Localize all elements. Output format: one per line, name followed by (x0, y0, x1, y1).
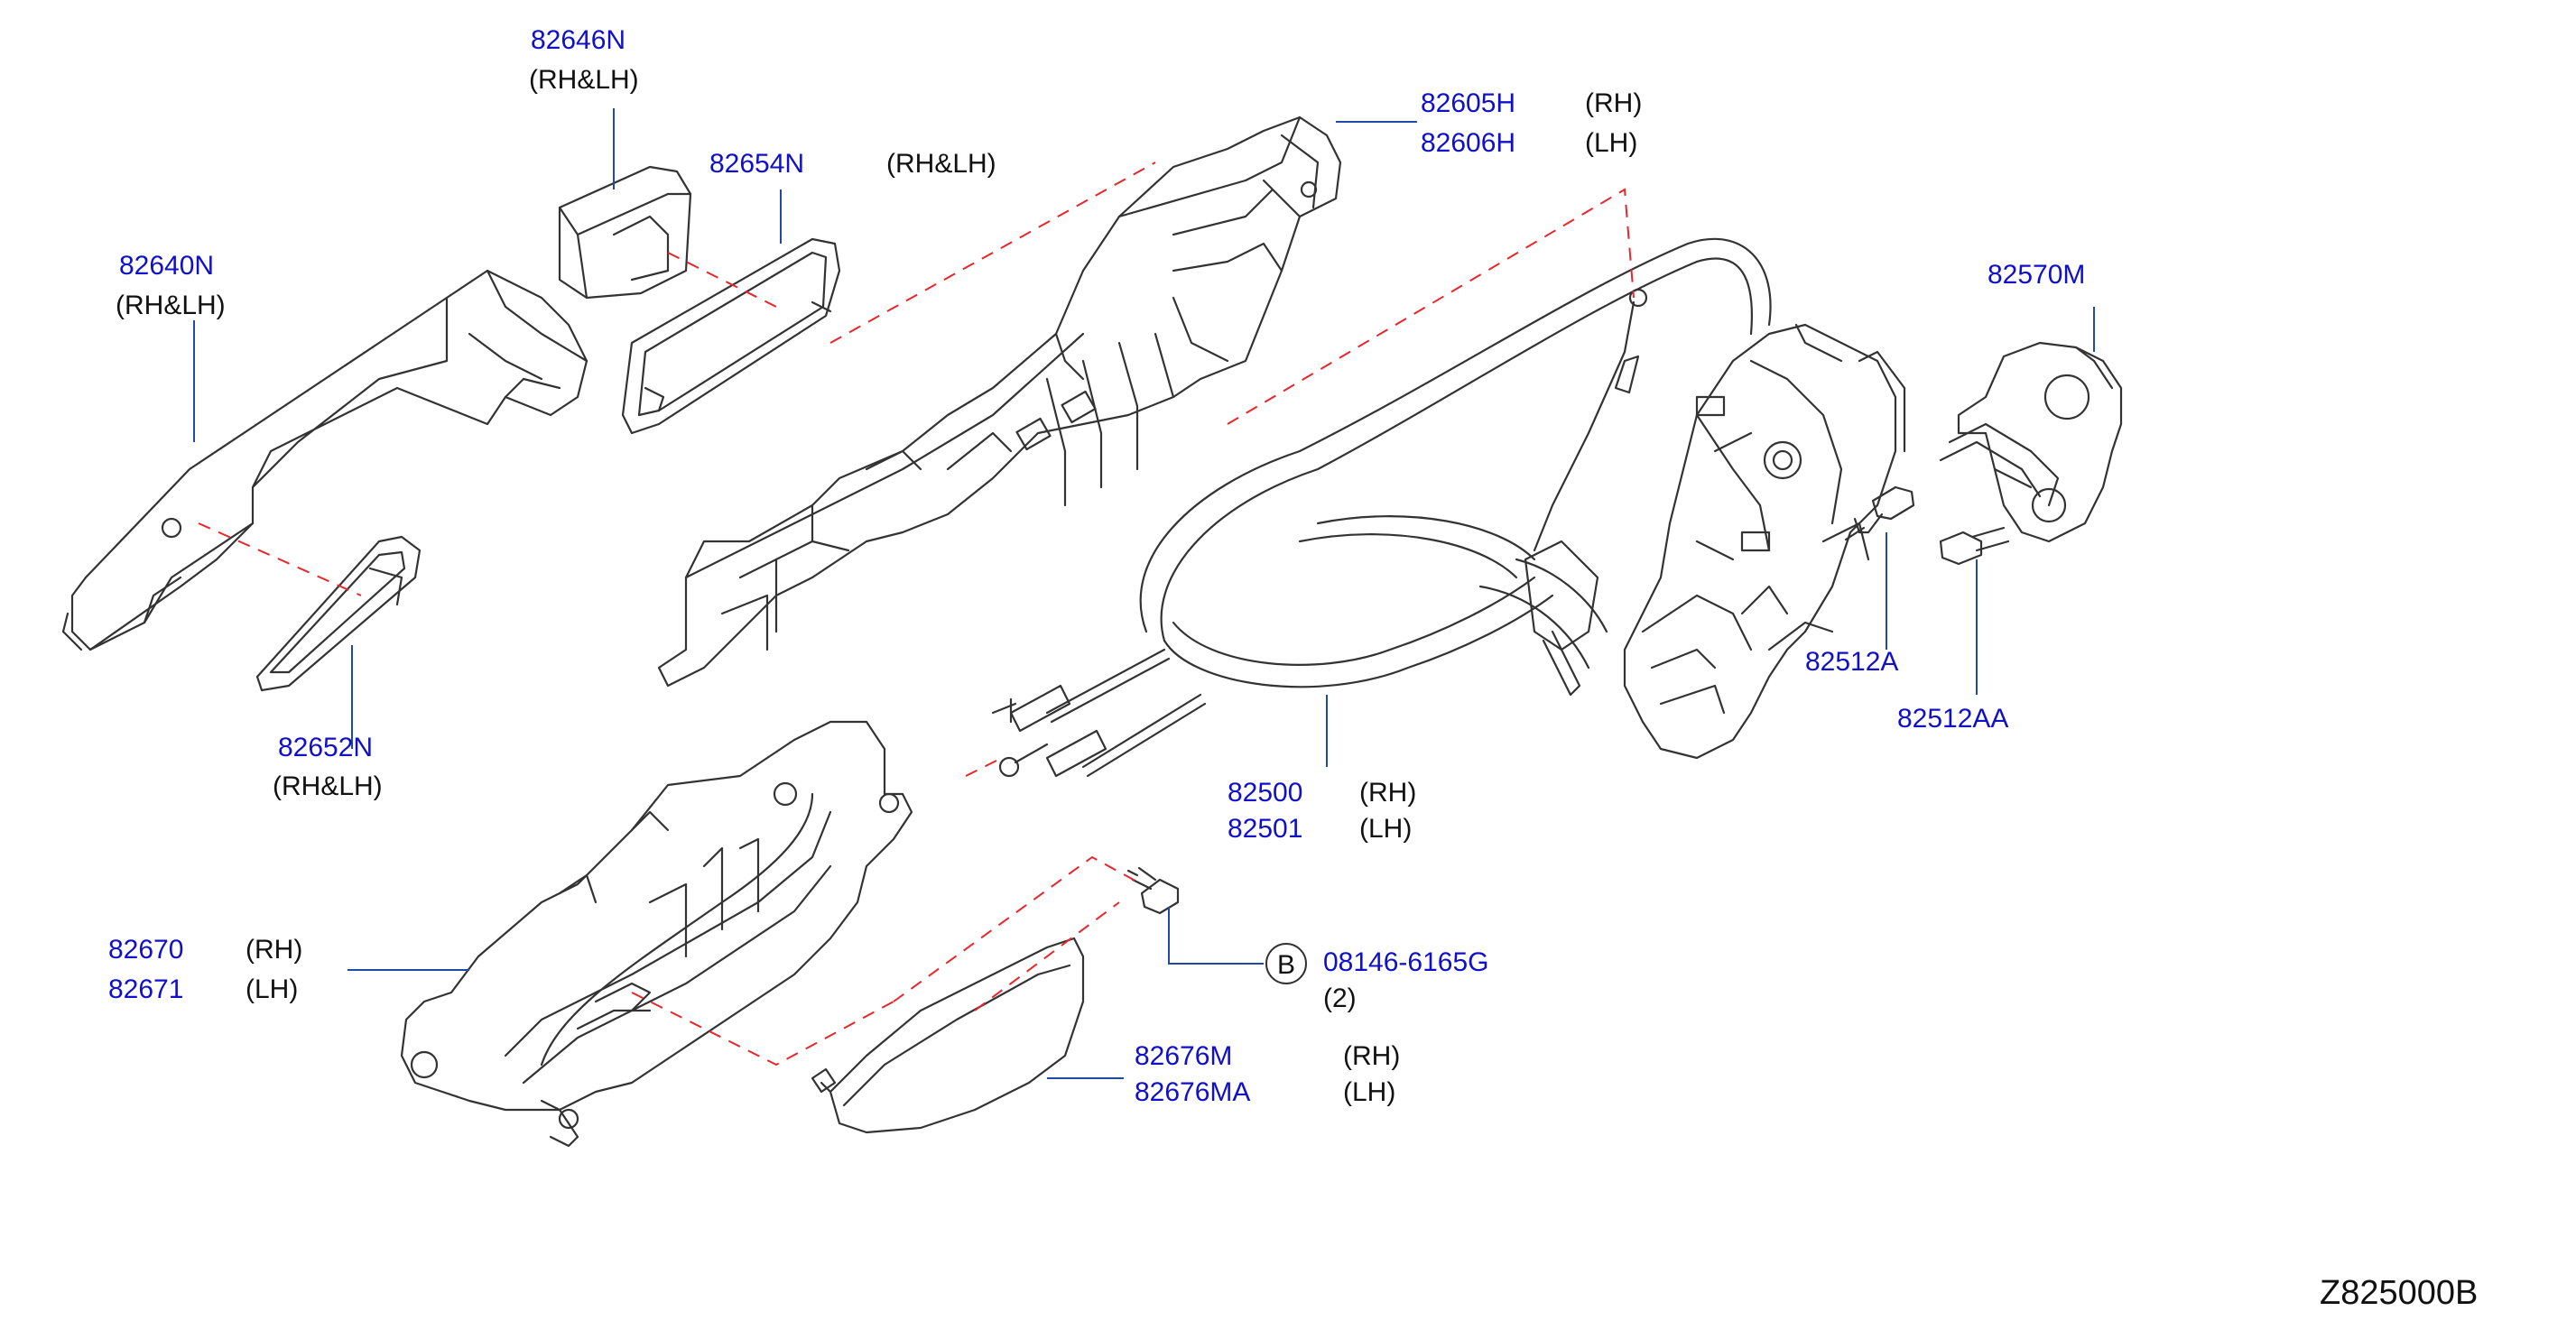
callout-82605H-qual: (RH) (1585, 88, 1643, 118)
callout-82652N-pn: 82652N (278, 733, 374, 762)
callout-82640N-qual: (RH&LH) (116, 291, 226, 320)
callout-82671-pn: 82671 (108, 974, 184, 1004)
diagram-code: Z825000B (2320, 1274, 2479, 1312)
callout-82652N-qual: (RH&LH) (273, 771, 383, 801)
callout-82670-qual: (RH) (246, 935, 303, 965)
callout-82670-pn: 82670 (108, 935, 184, 965)
handle-bracket-drawing (657, 115, 1342, 688)
callout-82676MA-qual: (LH) (1343, 1077, 1396, 1107)
callout-82640N-pn: 82640N (119, 251, 215, 281)
key-cover-drawing (558, 165, 692, 300)
striker-drawing (1939, 341, 2123, 543)
callout-82500-pn: 82500 (1228, 778, 1303, 808)
callout-82606H-qual: (LH) (1585, 128, 1638, 158)
callout-82606H-pn: 82606H (1421, 128, 1516, 158)
callout-82605H-pn: 82605H (1421, 88, 1516, 118)
screw-drawing (1844, 485, 1915, 541)
callout-82501-qual: (LH) (1359, 814, 1413, 844)
callout-82512A-pn: 82512A (1805, 647, 1899, 677)
callout-82646N-pn: 82646N (531, 25, 626, 55)
callout-82676M-qual: (RH) (1343, 1041, 1401, 1071)
callout-82512AA-pn: 82512AA (1897, 704, 2009, 734)
inside-handle-drawing (400, 720, 913, 1148)
outside-handle-drawing (61, 269, 588, 651)
alignment-lines (198, 162, 1635, 1067)
callout-82654N-qual: (RH&LH) (886, 149, 996, 179)
finisher-drawing (811, 937, 1085, 1134)
callout-82671-qual: (LH) (246, 974, 299, 1004)
bolt-badge-letter: B (1277, 950, 1295, 980)
callout-82646N-qual: (RH&LH) (529, 65, 639, 95)
leader-lines (193, 108, 2095, 1079)
cable-assembly-drawing (991, 237, 1772, 778)
callout-82654N-pn: 82654N (709, 149, 805, 179)
callout-82676M-pn: 82676M (1135, 1041, 1233, 1071)
callout-82676MA-pn: 82676MA (1135, 1077, 1251, 1107)
door-lock-drawing (1623, 323, 1906, 760)
gasket-drawing (621, 237, 841, 435)
callout-bolt-pn: 08146-6165G (1323, 947, 1489, 977)
callout-82570M-pn: 82570M (1988, 260, 2086, 290)
callout-82500-qual: (RH) (1359, 778, 1417, 808)
handle-pad-drawing (255, 535, 422, 692)
bolt-drawing (1126, 866, 1180, 915)
callout-bolt-qty: (2) (1323, 983, 1357, 1013)
callout-82501-pn: 82501 (1228, 814, 1303, 844)
screw-aa-drawing (1939, 526, 2010, 566)
bolt-reference-badge: B (1265, 943, 1307, 984)
